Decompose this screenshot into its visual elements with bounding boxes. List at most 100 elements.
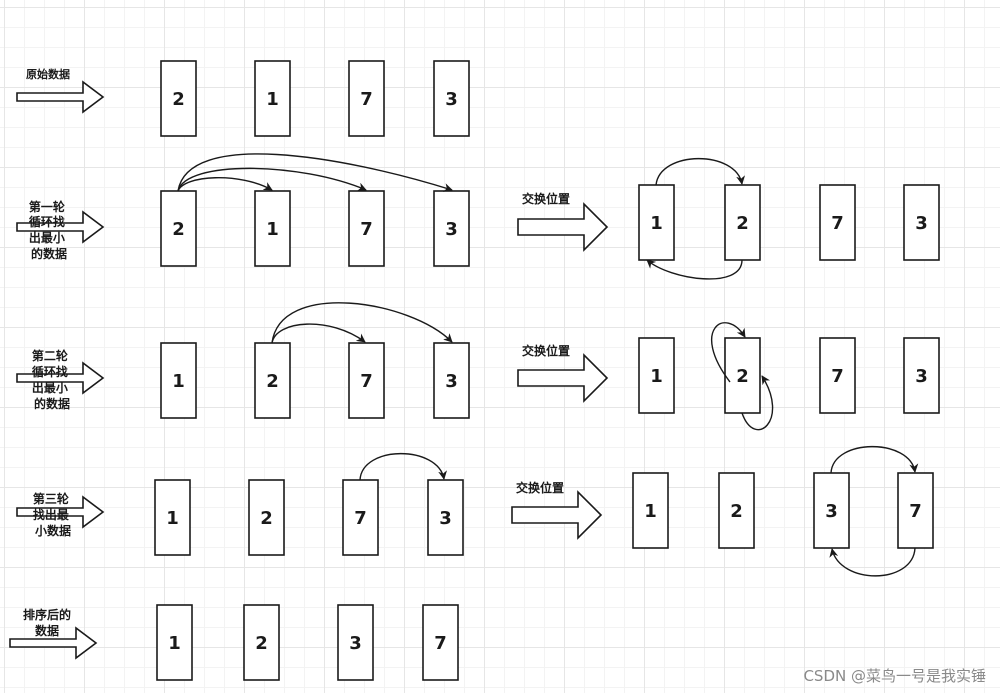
box-value: 3 (439, 508, 452, 529)
box-value: 7 (360, 89, 373, 110)
label-line: 出最小 (29, 230, 65, 245)
label-line: 的数据 (34, 396, 70, 411)
swap-label: 交换位置 (516, 480, 564, 495)
box-value: 2 (172, 219, 185, 240)
box-value: 1 (166, 508, 179, 529)
label-line: 第二轮 (32, 348, 69, 363)
array-box: 7 (819, 184, 856, 261)
box-value: 3 (825, 501, 838, 522)
box-value: 2 (266, 371, 279, 392)
label-line: 循环找 (32, 364, 68, 379)
big-arrow-right-icon (511, 490, 603, 540)
row-round3-label: 第三轮 找出最 小数据 (33, 491, 73, 538)
big-arrow-right-icon (9, 626, 98, 660)
swap-label: 交换位置 (522, 191, 570, 206)
swap-arrow (655, 158, 746, 186)
array-box: 2 (160, 60, 197, 137)
array-box: 7 (897, 472, 934, 549)
box-value: 7 (434, 633, 447, 654)
row-round1: 第一轮 循环找 出最小 的数据 2 1 7 3 交换位置 1 2 7 3 (16, 153, 940, 280)
label-line: 数据 (35, 623, 59, 638)
row-original: 原始数据 2 1 7 3 (16, 60, 470, 137)
row-round1-label: 第一轮 循环找 出最小 的数据 (29, 199, 69, 261)
label-line: 找出最 (33, 507, 70, 522)
array-box: 7 (348, 60, 385, 137)
self-arrow (711, 322, 746, 383)
swap-label: 交换位置 (522, 343, 570, 358)
box-value: 2 (172, 89, 185, 110)
array-box: 1 (254, 60, 291, 137)
box-value: 3 (445, 219, 458, 240)
array-box: 7 (342, 479, 379, 556)
box-value: 2 (736, 366, 749, 387)
label-line: 出最小 (32, 380, 68, 395)
array-box: 1 (160, 342, 197, 419)
box-value: 3 (445, 89, 458, 110)
watermark: CSDN @菜鸟一号是我实锤 (803, 667, 986, 685)
compare-arrow (177, 153, 453, 192)
box-value: 1 (650, 366, 663, 387)
label-line: 排序后的 (23, 607, 71, 622)
label-line: 第一轮 (29, 199, 66, 214)
big-arrow-right-icon (16, 80, 105, 114)
box-value: 7 (831, 213, 844, 234)
row-round2: 第二轮 循环找 出最小 的数据 1 2 7 3 交换位置 1 2 7 3 (16, 302, 940, 431)
array-box: 2 (724, 337, 761, 414)
array-box: 2 (718, 472, 755, 549)
array-box: 3 (903, 337, 940, 414)
self-arrow (741, 375, 774, 431)
box-value: 2 (255, 633, 268, 654)
box-value: 3 (915, 366, 928, 387)
label-line: 的数据 (31, 246, 67, 261)
array-box: 3 (903, 184, 940, 261)
array-box: 3 (433, 60, 470, 137)
box-value: 7 (909, 501, 922, 522)
compare-arrow (177, 167, 367, 192)
label-line: 原始数据 (26, 67, 70, 81)
swap-arrow (646, 259, 743, 280)
label-line: 循环找 (29, 214, 65, 229)
box-value: 3 (445, 371, 458, 392)
swap-arrow (830, 446, 919, 474)
big-arrow-right-icon (517, 353, 609, 403)
box-value: 1 (644, 501, 657, 522)
array-box: 7 (348, 342, 385, 419)
compare-arrow (271, 302, 453, 344)
array-box: 3 (433, 342, 470, 419)
array-box: 7 (348, 190, 385, 267)
box-value: 1 (168, 633, 181, 654)
compare-arrow (177, 177, 273, 192)
row-sorted: 排序后的 数据 1 2 3 7 (9, 604, 459, 681)
array-box: 1 (632, 472, 669, 549)
box-value: 2 (260, 508, 273, 529)
box-value: 1 (266, 89, 279, 110)
array-box: 1 (638, 184, 675, 261)
array-box: 2 (160, 190, 197, 267)
array-box: 3 (813, 472, 850, 549)
box-value: 7 (360, 219, 373, 240)
array-box: 3 (427, 479, 464, 556)
label-line: 第三轮 (33, 491, 70, 506)
box-value: 1 (172, 371, 185, 392)
array-box: 2 (248, 479, 285, 556)
label-line: 小数据 (35, 523, 71, 538)
box-value: 3 (915, 213, 928, 234)
big-arrow-right-icon (16, 361, 105, 395)
array-box: 7 (819, 337, 856, 414)
box-value: 1 (650, 213, 663, 234)
big-arrow-right-icon (517, 202, 609, 252)
array-box: 1 (638, 337, 675, 414)
array-box: 1 (156, 604, 193, 681)
compare-arrow (271, 323, 366, 344)
array-box: 1 (254, 190, 291, 267)
row-round3: 第三轮 找出最 小数据 1 2 7 3 交换位置 1 2 3 7 (16, 446, 934, 577)
big-arrow-right-icon (16, 210, 105, 244)
compare-arrow (359, 453, 448, 481)
swap-arrow (829, 547, 916, 577)
array-box: 3 (433, 190, 470, 267)
box-value: 7 (831, 366, 844, 387)
row-round2-label: 第二轮 循环找 出最小 的数据 (32, 348, 72, 411)
row-sorted-label: 排序后的 数据 (23, 607, 75, 638)
array-box: 2 (254, 342, 291, 419)
